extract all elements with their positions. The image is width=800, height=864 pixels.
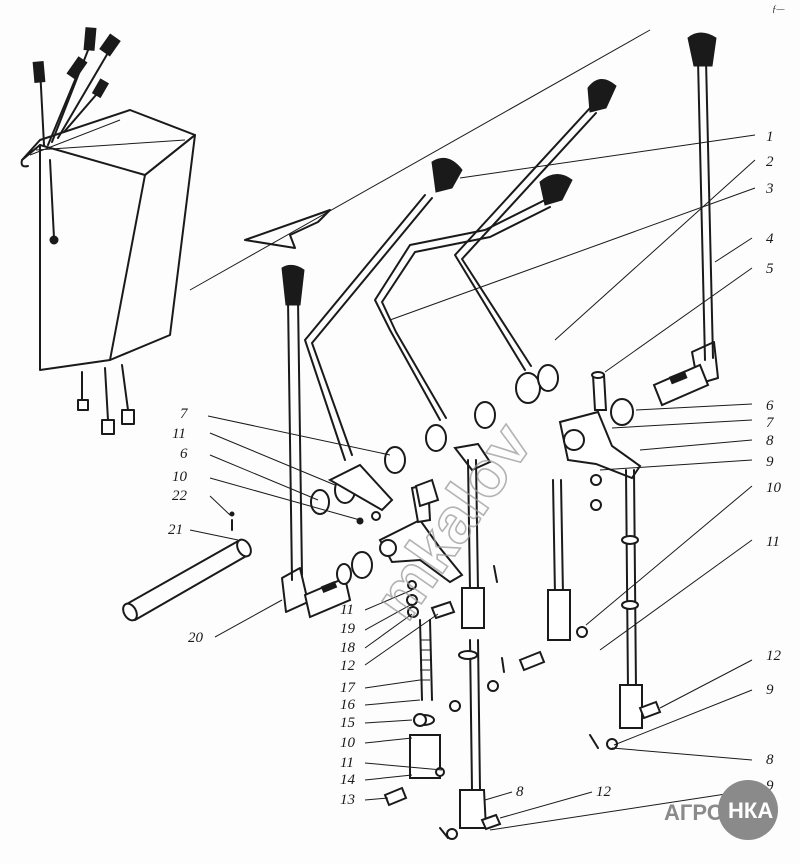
logo-circle <box>718 780 778 840</box>
callout-5: 5 <box>766 261 774 277</box>
callout-11-bottom: 11 <box>340 602 354 618</box>
callout-6: 6 <box>766 398 774 414</box>
watermark: mkalov <box>360 410 546 632</box>
callout-9: 9 <box>766 454 774 470</box>
rod-21 <box>122 511 252 622</box>
callout-3: 3 <box>765 181 774 197</box>
callout-11-left: 11 <box>172 426 186 442</box>
callouts-bottom: 11 19 18 12 17 16 15 10 11 14 13 8 12 <box>340 602 612 808</box>
callout-6-left: 6 <box>180 446 188 462</box>
callouts-right: 1 2 3 4 5 6 7 8 9 10 11 12 9 8 9 <box>765 129 782 794</box>
direction-arrow <box>189 29 651 291</box>
callout-12: 12 <box>766 648 782 664</box>
callout-8: 8 <box>766 433 774 449</box>
callout-8b: 8 <box>766 752 774 768</box>
callout-9b: 9 <box>766 682 774 698</box>
callout-1: 1 <box>766 129 774 145</box>
callouts-left: 7 11 6 10 22 21 20 <box>168 406 204 646</box>
pin-5 <box>591 371 608 411</box>
lever-20 <box>281 264 352 619</box>
callout-7: 7 <box>766 415 775 431</box>
callout-16: 16 <box>340 697 356 713</box>
callout-4: 4 <box>766 231 774 247</box>
callout-10-left: 10 <box>172 469 188 485</box>
lever-1 <box>304 157 463 461</box>
callout-17: 17 <box>340 680 357 696</box>
callout-9c: 9 <box>766 778 774 794</box>
callout-20: 20 <box>188 630 204 646</box>
rod-assemblies <box>409 459 643 829</box>
callout-11: 11 <box>766 534 780 550</box>
callout-14: 14 <box>340 772 356 788</box>
control-console <box>20 27 196 435</box>
callout-12-bottom: 12 <box>340 658 356 674</box>
callout-10-bottom: 10 <box>340 735 356 751</box>
callout-7-left: 7 <box>180 406 189 422</box>
lever-4 <box>652 32 719 407</box>
callout-12-bottom-b: 12 <box>596 784 612 800</box>
callout-8-bottom: 8 <box>516 784 524 800</box>
logo-left-text: АГРО <box>664 800 724 825</box>
leader-lines <box>189 134 756 831</box>
callout-2: 2 <box>766 154 774 170</box>
callout-21: 21 <box>168 522 183 538</box>
callout-18: 18 <box>340 640 356 656</box>
callout-11-bottom-b: 11 <box>340 755 354 771</box>
callout-10: 10 <box>766 480 782 496</box>
lever-2 <box>374 174 573 421</box>
callout-22: 22 <box>172 488 188 504</box>
callout-15: 15 <box>340 715 356 731</box>
lever-3 <box>454 79 617 371</box>
corner-mark: ƒ— <box>772 4 786 14</box>
logo-right-text: НКА <box>728 798 773 823</box>
callout-19: 19 <box>340 621 356 637</box>
callout-13: 13 <box>340 792 355 808</box>
agronka-logo: АГРО НКА <box>664 780 778 840</box>
